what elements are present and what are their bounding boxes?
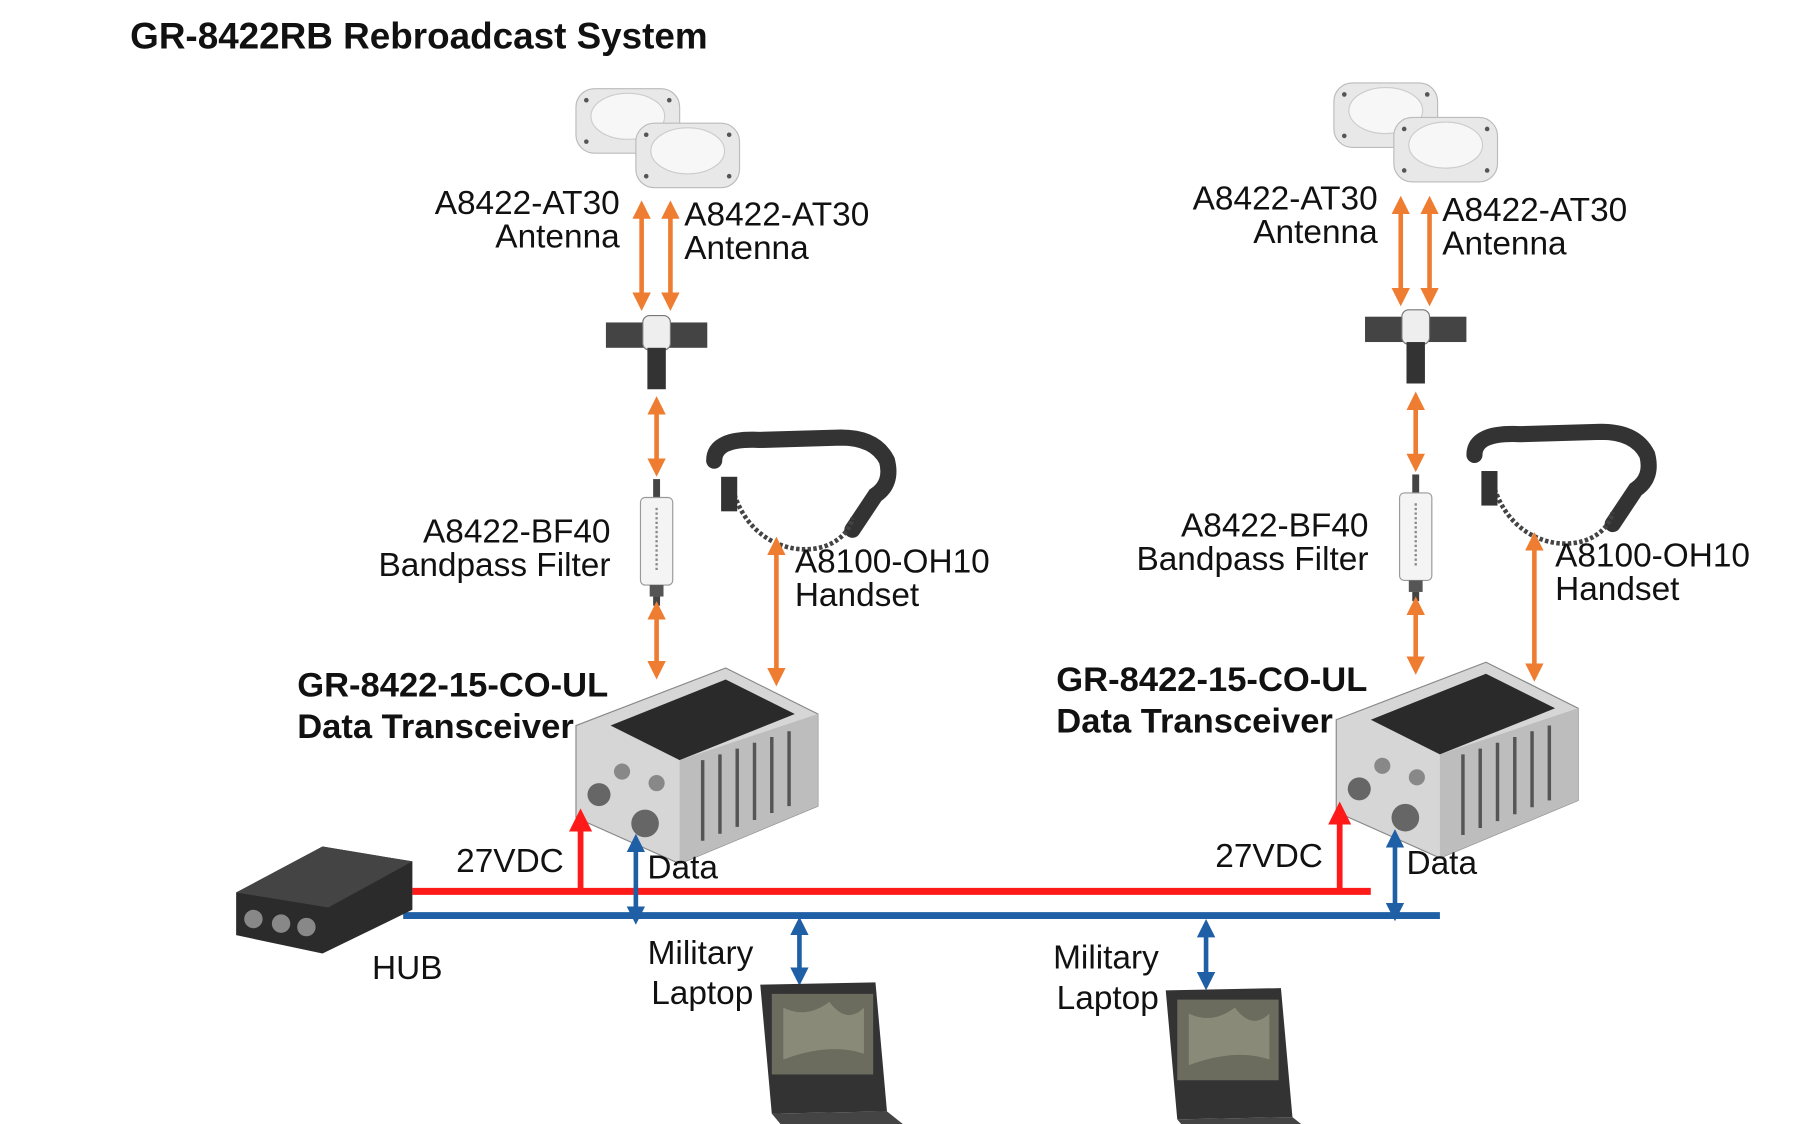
transceiver-label: GR-8422-15-CO-UL — [297, 667, 608, 705]
antenna-label: A8422-AT30 — [1193, 181, 1378, 218]
filter-label: A8422-BF40 — [1181, 508, 1369, 545]
tee-connector-image — [605, 314, 708, 390]
power-label: 27VDC — [456, 843, 564, 880]
laptop-label: Laptop — [1057, 980, 1159, 1017]
laptop-image — [1165, 988, 1351, 1124]
transceiver-label: Data Transceiver — [1056, 702, 1333, 740]
hub-image — [236, 846, 413, 954]
filter-label: A8422-BF40 — [423, 513, 611, 550]
right-subsystem: A8422-AT30 Antenna A8422-AT30 Antenna A8… — [1056, 82, 1750, 882]
diagram-title: GR-8422RB Rebroadcast System — [130, 15, 708, 56]
antenna-label: A8422-AT30 — [435, 185, 620, 222]
antenna-image — [1393, 116, 1499, 183]
antenna-label: Antenna — [1442, 226, 1567, 263]
tee-connector-image — [1364, 309, 1467, 385]
bandpass-filter-image — [639, 477, 674, 607]
power-label: 27VDC — [1215, 838, 1323, 875]
laptop-label: Laptop — [651, 975, 753, 1012]
antenna-label: A8422-AT30 — [684, 197, 869, 234]
hub-label: HUB — [372, 950, 443, 987]
antenna-image — [635, 122, 741, 189]
transceiver-image — [1334, 660, 1580, 860]
antenna-label: Antenna — [684, 230, 809, 267]
antenna-label: A8422-AT30 — [1442, 192, 1627, 229]
transceiver-image — [574, 666, 820, 866]
data-label: Data — [647, 850, 718, 887]
laptop-image — [760, 982, 945, 1124]
handset-label: Handset — [1555, 571, 1680, 608]
left-subsystem: A8422-AT30 Antenna A8422-AT30 Antenna A8… — [297, 88, 990, 887]
handset-image — [1474, 432, 1648, 544]
filter-label: Bandpass Filter — [378, 547, 610, 584]
handset-image — [714, 438, 888, 550]
laptop-label: Military — [1053, 940, 1159, 977]
handset-label: Handset — [795, 577, 920, 614]
handset-label: A8100-OH10 — [1555, 538, 1750, 575]
bandpass-filter-image — [1398, 473, 1433, 603]
filter-label: Bandpass Filter — [1136, 541, 1368, 578]
handset-label: A8100-OH10 — [795, 543, 990, 580]
antenna-label: Antenna — [1253, 214, 1378, 251]
data-label: Data — [1406, 845, 1477, 882]
transceiver-label: Data Transceiver — [297, 708, 574, 746]
laptop-label: Military — [648, 935, 754, 972]
antenna-label: Antenna — [495, 219, 620, 256]
transceiver-label: GR-8422-15-CO-UL — [1056, 661, 1367, 699]
